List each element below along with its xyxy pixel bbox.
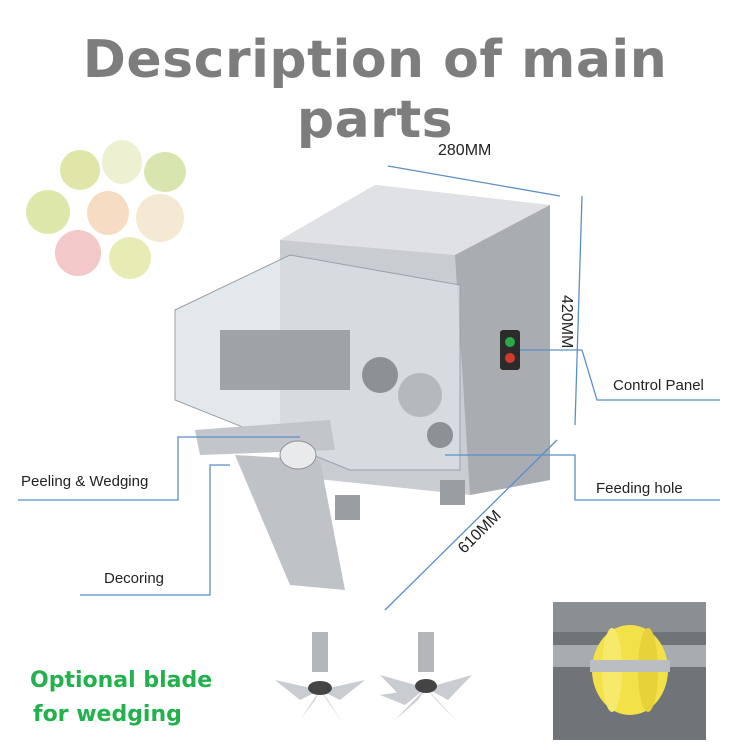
machine-image [174,185,550,590]
optional-blade-1-image [275,632,365,722]
optional-blade-caption: Optional blade for wedging [30,664,212,732]
optional-line-1: Optional blade [30,668,213,693]
optional-line-2: for wedging [33,702,182,727]
height-dimension: 420MM [558,295,575,349]
peeled-apples-image [26,140,186,279]
width-dimension: 280MM [438,142,492,159]
page-title: Description of main parts [82,30,668,150]
decoring-label: Decoring [104,570,165,587]
feeding-hole-label: Feeding hole [596,480,683,497]
wedging-photo [553,602,706,740]
optional-blade-2-image [380,632,472,722]
peeling-wedging-label: Peeling & Wedging [21,473,149,490]
callout-lines [18,165,720,611]
control-panel-label: Control Panel [613,377,704,394]
